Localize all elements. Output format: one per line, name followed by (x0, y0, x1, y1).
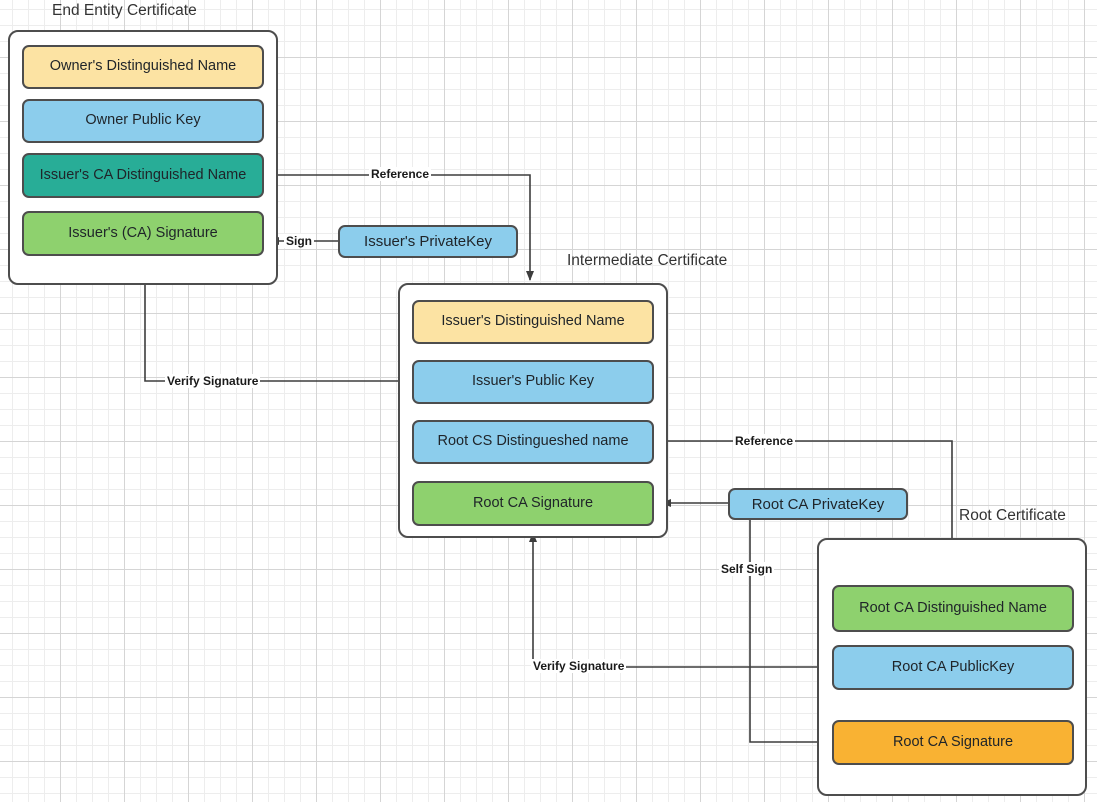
field-issuer-ca-dn[interactable]: Issuer's CA Distinguished Name (22, 153, 264, 198)
edge-label-verify-signature-bottom: Verify Signature (531, 659, 627, 673)
field-issuer-ca-signature[interactable]: Issuer's (CA) Signature (22, 211, 264, 256)
field-root-cs-dn[interactable]: Root CS Distingueshed name (412, 420, 654, 464)
edge-label-reference-bottom: Reference (733, 434, 796, 448)
edge-label-sign-top: Sign (284, 234, 314, 248)
cert-title-end-entity: End Entity Certificate (52, 2, 197, 19)
cert-title-root: Root Certificate (959, 507, 1066, 524)
wire-self-sign (749, 520, 828, 746)
field-root-ca-dn[interactable]: Root CA Distinguished Name (832, 585, 1074, 632)
cert-title-intermediate: Intermediate Certificate (567, 252, 728, 269)
edge-label-verify-signature-top: Verify Signature (165, 374, 261, 388)
field-issuer-public-key[interactable]: Issuer's Public Key (412, 360, 654, 404)
field-owner-dn[interactable]: Owner's Distinguished Name (22, 45, 264, 89)
field-issuer-dn[interactable]: Issuer's Distinguished Name (412, 300, 654, 344)
edge-label-self-sign: Self Sign (719, 562, 775, 576)
field-owner-public-key[interactable]: Owner Public Key (22, 99, 264, 143)
edge-label-reference-top: Reference (369, 167, 432, 181)
field-root-ca-signature-intermediate[interactable]: Root CA Signature (412, 481, 654, 526)
key-issuer-private-key[interactable]: Issuer's PrivateKey (338, 225, 518, 258)
key-root-ca-private-key[interactable]: Root CA PrivateKey (728, 488, 908, 520)
field-root-ca-public-key[interactable]: Root CA PublicKey (832, 645, 1074, 690)
field-root-ca-signature[interactable]: Root CA Signature (832, 720, 1074, 765)
wire-verify-signature-bottom (529, 532, 833, 668)
